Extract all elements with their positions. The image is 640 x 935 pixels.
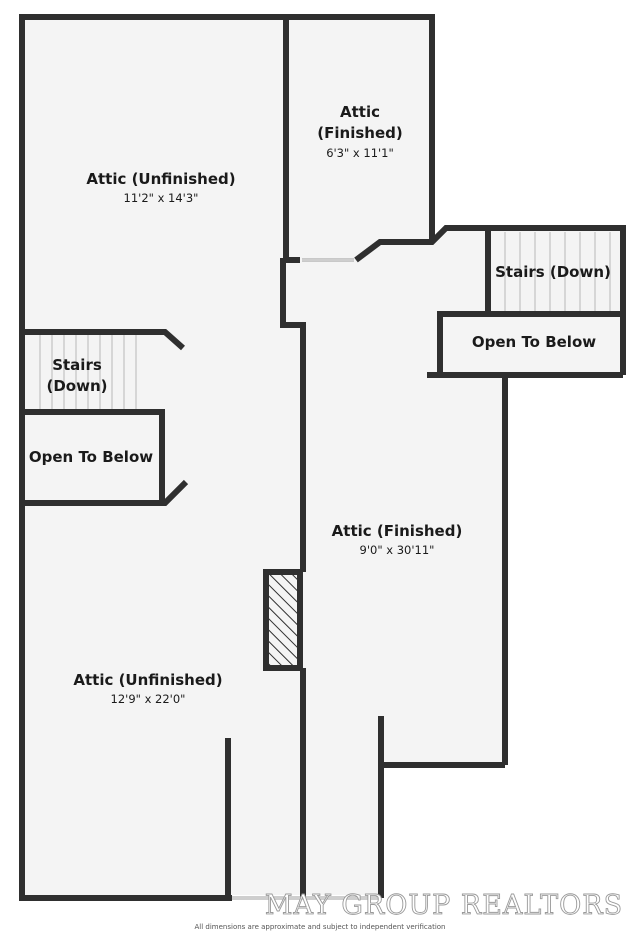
room-label-attic-finished-small-line1: Attic: [340, 103, 380, 121]
room-dims-attic-finished-long: 9'0" x 30'11": [360, 543, 435, 557]
room-dims-attic-unfinished-south: 12'9" x 22'0": [111, 692, 186, 706]
open-to-below-west-label: Open To Below: [29, 448, 153, 466]
floor-finished-small: [286, 20, 432, 258]
footer-disclaimer: All dimensions are approximate and subje…: [195, 923, 446, 931]
chimney-hatch: [263, 569, 303, 671]
walls: [19, 14, 626, 901]
stairs-east: [504, 232, 611, 312]
openings: [232, 258, 378, 900]
room-label-attic-finished-long: Attic (Finished): [332, 522, 463, 540]
open-to-below-east-box: [440, 314, 620, 372]
stairs-west-label-line2: (Down): [46, 377, 107, 395]
open-to-below-west-box: [22, 412, 162, 500]
room-dims-attic-unfinished-north: 11'2" x 14'3": [124, 191, 199, 205]
floor-finished-long: [286, 228, 620, 895]
stairs-west-label-line1: Stairs: [52, 356, 102, 374]
room-label-attic-unfinished-south: Attic (Unfinished): [73, 671, 222, 689]
open-to-below-east-label: Open To Below: [472, 333, 596, 351]
stairs-east-label: Stairs (Down): [495, 263, 611, 281]
room-dims-attic-finished-small: 6'3" x 11'1": [326, 146, 394, 160]
room-label-attic-finished-small-line2: (Finished): [317, 124, 402, 142]
watermark-logo: MAY GROUP REALTORS: [265, 890, 623, 921]
stairs-west: [39, 334, 137, 412]
room-label-attic-unfinished-north: Attic (Unfinished): [86, 170, 235, 188]
